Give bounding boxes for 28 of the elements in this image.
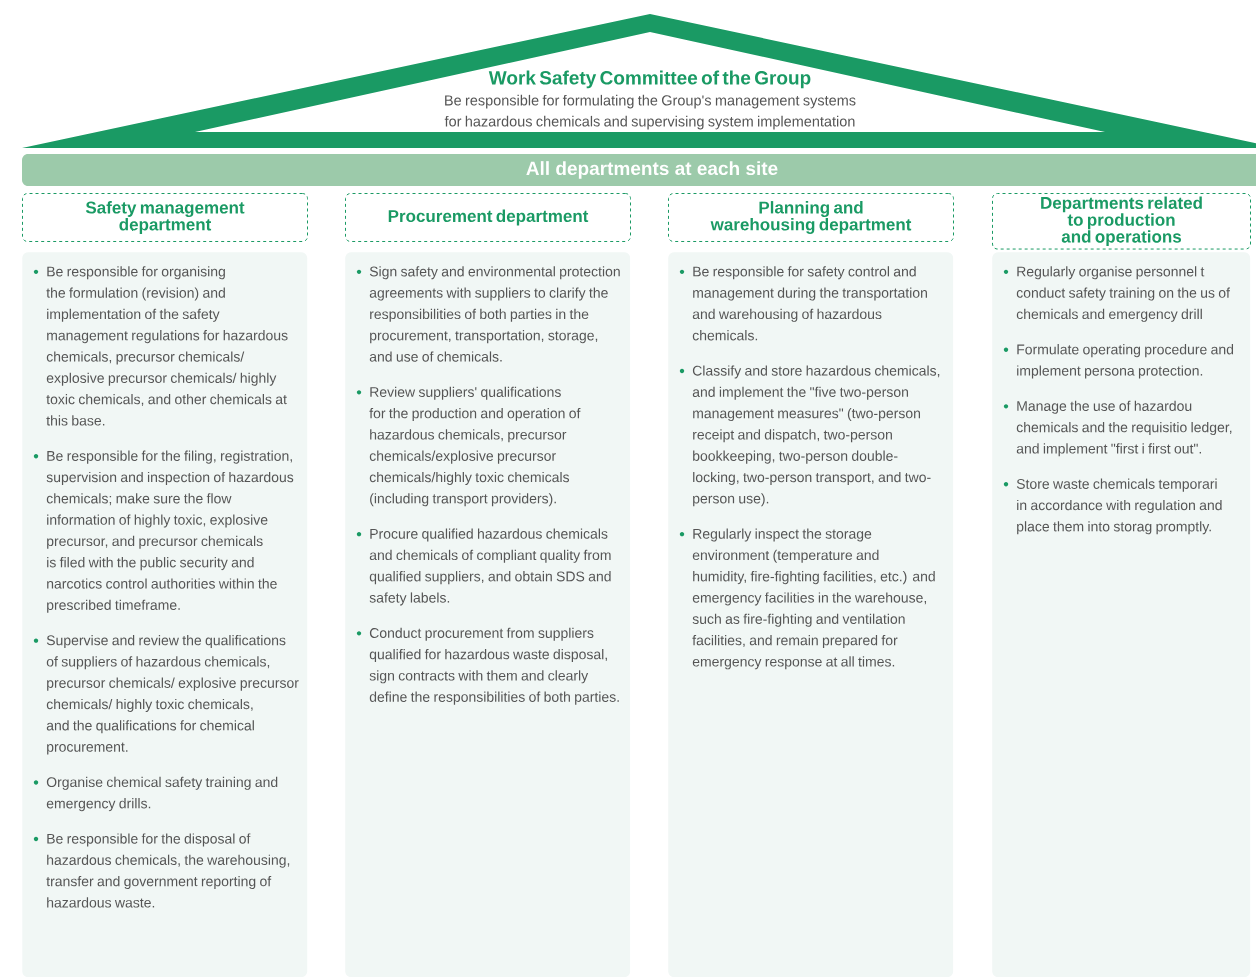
bullet-item: Be responsible for safety control and management during the transportation and warehousing of hazardous chemicals.: [679, 266, 927, 341]
duty-panel: [992, 252, 1251, 977]
bullet-item: Review suppliers' qualifications for the production and operation of hazardous chemicals, precursor chemicals/explosive precursor chemicals/highly toxic chemicals (including transport providers).: [356, 386, 581, 507]
bullet-item: Procure qualified hazardous chemicals and chemicals of compliant quality from qualified suppliers, and obtain SDS and safety labels.: [356, 528, 611, 606]
bullet-item: Manage the use of hazardou chemicals and the requisitio ledger, and implement "first i first out".: [1003, 400, 1232, 457]
department-heading: Departments related to production and operations: [992, 193, 1251, 250]
roof-title: Work Safety Committee of the Group: [488, 70, 811, 89]
bullet-item: Be responsible for organising the formulation (revision) and implementation of the safety management regulations for hazardous chemicals, precursor chemicals/ explosive precursor chemicals/ highly toxic chemicals, and other chemicals at this base.: [33, 266, 288, 426]
bullet-item: Supervise and review the qualifications of suppliers of hazardous chemicals, precursor chemicals/ explosive precursor chemicals/ highly toxic chemicals, and the qualifications for chemical procurement.: [33, 635, 299, 755]
department-heading: Safety management department: [22, 193, 308, 242]
duty-panel: [22, 252, 308, 977]
bullet-item: Be responsible for the filing, registration, supervision and inspection of hazardous chemicals; make sure the flow information of highly toxic, explosive precursor, and precursor chemicals is filed with the public security and narcotics control authorities within the prescribed timeframe.: [33, 450, 294, 613]
department-heading: Planning and warehousing department: [668, 193, 954, 242]
bullet-item: Be responsible for the disposal of hazardous chemicals, the warehousing, transfer and government reporting of hazardous waste.: [33, 833, 290, 908]
bullet-item: Regularly inspect the storage environment (temperature and humidity, fire-fighting facilities, etc.) and emergency facilities in the warehouse, such as fire-fighting and ventilation facilities, and remain prepared for emergency response at all times.: [679, 528, 935, 670]
bullet-item: Sign safety and environmental protection agreements with suppliers to clarify the responsibilities of both parties in the procurement, transportation, storage, and use of chemicals.: [356, 266, 620, 362]
bullet-item: Classify and store hazardous chemicals, and implement the "five two-person management measures" (two-person receipt and dispatch, two-person bookkeeping, two-person double-locking, two-person transport, and two-person use).: [679, 365, 940, 507]
roof-shape: [22, 14, 1256, 148]
bullet-item: Organise chemical safety training and emergency drills.: [33, 776, 278, 812]
duty-panel: [345, 252, 631, 977]
bullet-item: Formulate operating procedure and implement persona protection.: [1003, 344, 1234, 379]
bullet-item: Store waste chemicals temporari in accordance with regulation and place them into storag promptly.: [1003, 478, 1222, 535]
duty-panel: [668, 252, 954, 977]
bullet-item: Regularly organise personnel t conduct safety training on the us of chemicals and emergency drill: [1003, 266, 1230, 322]
bullet-item: Conduct procurement from suppliers qualified for hazardous waste disposal, sign contracts with them and clearly define the responsibilities of both parties.: [356, 627, 619, 705]
roof-description: Be responsible for formulating the Group's management systems for hazardous chemicals and supervising system implementation: [444, 94, 856, 130]
department-heading: Procurement department: [345, 193, 631, 242]
banner: All departments at each site: [22, 154, 1256, 186]
